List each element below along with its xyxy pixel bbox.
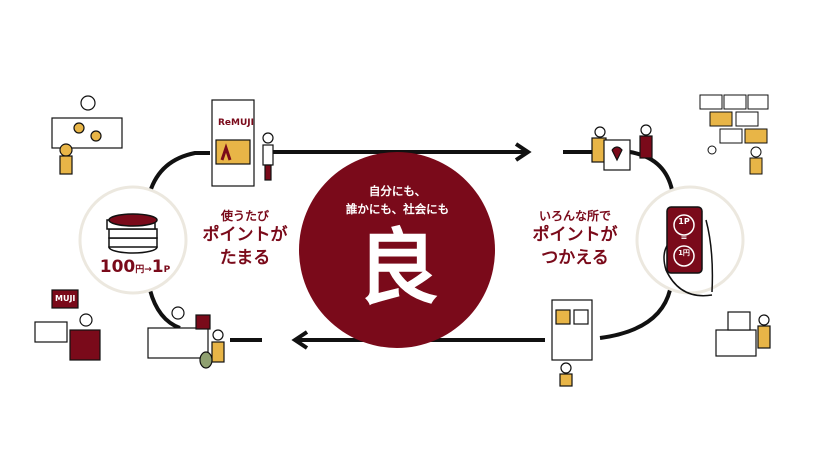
illustration-heart-boxes xyxy=(699,94,769,175)
arrow-left-icon xyxy=(291,330,309,350)
left-caption-line2: ポイントが xyxy=(202,225,288,246)
phone-rate-top: 1P xyxy=(678,217,690,226)
rate-points: 1 xyxy=(151,257,164,277)
phone-icon xyxy=(663,206,714,297)
illustration-reading-person xyxy=(34,289,101,361)
center-tagline: 自分にも、 誰かにも、社会にも xyxy=(300,182,495,219)
phone-rate-bottom: 1円 xyxy=(678,249,690,257)
illustration-gift-exchange xyxy=(591,124,653,171)
illustration-ticket-machine xyxy=(551,299,593,387)
right-caption-line2: ポイントが xyxy=(532,225,618,246)
rate-p: P xyxy=(163,265,171,275)
cycle-track-top-left xyxy=(148,151,210,193)
right-caption-line3: つかえる xyxy=(541,248,609,269)
center-circle xyxy=(299,152,495,348)
right-caption: いろんな所で ポイントが つかえる xyxy=(520,208,630,270)
cycle-track-bottom-right xyxy=(599,289,672,340)
coin-stack-icon xyxy=(106,213,158,254)
center-tagline-line2: 誰かにも、社会にも xyxy=(345,202,450,217)
earn-rate: 100円→1P xyxy=(90,257,180,277)
left-caption-line3: たまる xyxy=(219,248,271,269)
left-caption-line1: 使うたび xyxy=(220,209,269,223)
center-kanji: 良 xyxy=(356,221,439,316)
phone-rate-equals: = xyxy=(680,233,688,242)
illustration-store-counter xyxy=(51,95,123,175)
rate-arrow: → xyxy=(144,265,152,275)
arrow-right-icon xyxy=(514,142,532,162)
rate-yen: 円 xyxy=(135,265,145,275)
illustration-packing-person xyxy=(715,311,771,357)
remuji-logo: ReMUJI xyxy=(218,118,254,128)
rate-amount: 100 xyxy=(99,257,136,277)
center-tagline-line1: 自分にも、 xyxy=(368,184,427,198)
cycle-track-bottom-left xyxy=(148,289,181,330)
illustration-checkout-counter xyxy=(147,306,225,369)
phone-rate: 1P = 1円 xyxy=(672,218,696,257)
illustration-remuji-collection-box xyxy=(211,99,274,187)
muji-logo: MUJI xyxy=(55,294,76,303)
right-caption-line1: いろんな所で xyxy=(538,209,611,223)
left-caption: 使うたび ポイントが たまる xyxy=(195,208,295,270)
